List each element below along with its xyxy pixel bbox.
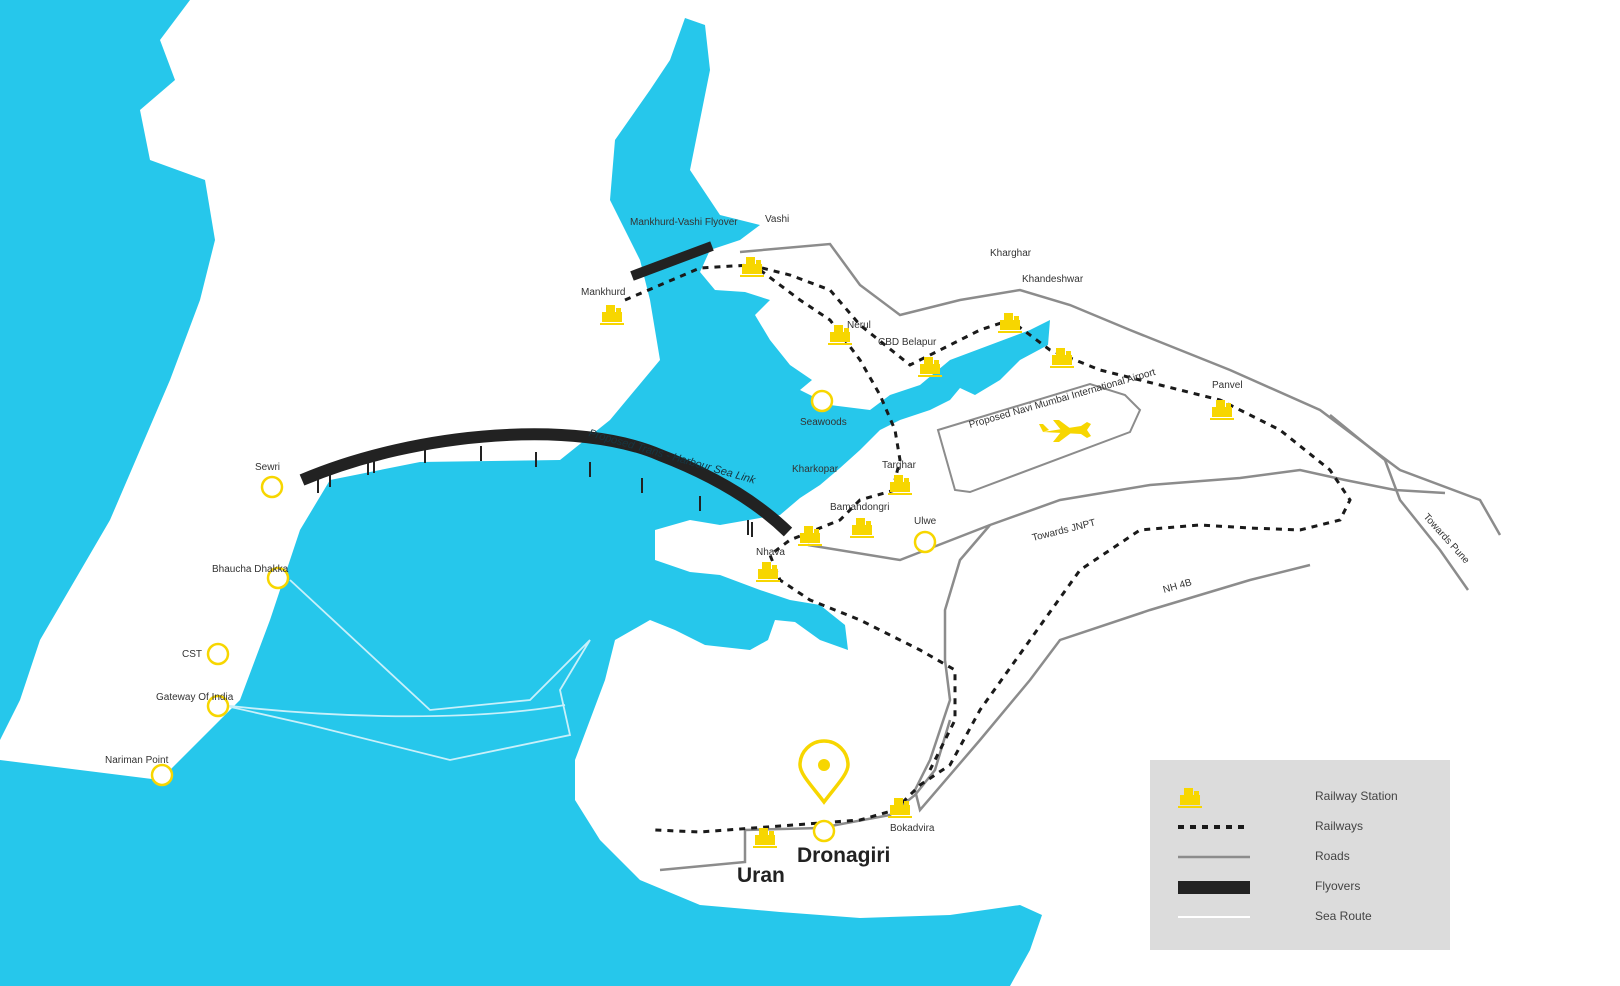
train-icon-kharkopar <box>798 526 822 546</box>
place-labels: Seawoods Sewri Bhaucha Dhakka CST Gatewa… <box>105 417 937 766</box>
train-icon-bamandongri <box>850 518 874 538</box>
label-panvel: Panvel <box>1212 380 1243 391</box>
legend-label: Railways <box>1315 819 1364 833</box>
label-targhar: Targhar <box>882 460 917 471</box>
train-icon-mankhurd <box>600 305 624 325</box>
roads <box>659 242 1502 872</box>
legend-label: Railway Station <box>1315 789 1398 803</box>
train-icon-bokadvira <box>888 798 912 818</box>
label-bhaucha-dhakka: Bhaucha Dhakka <box>212 564 289 575</box>
label-dronagiri: Dronagiri <box>797 844 890 867</box>
legend: Railway Station Railways Roads Flyovers … <box>1150 760 1450 950</box>
label-kharghar: Kharghar <box>990 248 1032 259</box>
train-icon-uran <box>753 828 777 848</box>
label-nerul: Nerul <box>847 320 871 331</box>
label-towards-jnpt: Towards JNPT <box>1031 518 1097 544</box>
circle-marker-icon-nariman-point <box>150 763 174 787</box>
sealink-piers <box>317 446 753 537</box>
label-ulwe: Ulwe <box>914 516 937 527</box>
label-uran: Uran <box>737 864 785 887</box>
trans-harbour-sea-link <box>299 428 793 537</box>
label-cbd-belapur: CBD Belapur <box>878 337 937 348</box>
station-labels: Vashi Mankhurd Nerul CBD Belapur Khargha… <box>581 214 1243 834</box>
railways <box>624 263 1352 834</box>
circle-marker-icon-dronagiri <box>812 819 836 843</box>
legend-item-sea-route: Sea Route <box>1150 904 1450 930</box>
flyovers <box>299 241 793 537</box>
train-icon-khandeshwar <box>1050 348 1074 368</box>
legend-label: Roads <box>1315 849 1350 863</box>
train-icon-kharghar <box>998 313 1022 333</box>
legend-label: Flyovers <box>1315 879 1361 893</box>
label-bokadvira: Bokadvira <box>890 823 935 834</box>
white-line-icon <box>1178 916 1250 918</box>
train-icon-nhava <box>756 562 780 582</box>
grey-line-icon <box>1178 855 1250 859</box>
label-nhava: Nhava <box>756 547 785 558</box>
sea-routes <box>221 579 591 761</box>
circle-marker-icon-cst <box>206 642 230 666</box>
label-seawoods: Seawoods <box>800 417 847 428</box>
train-icon-targhar <box>888 475 912 495</box>
label-nh4b: NH 4B <box>1162 577 1194 596</box>
airplane-icon <box>1039 420 1091 442</box>
label-sewri: Sewri <box>255 462 280 473</box>
label-gateway: Gateway Of India <box>156 692 234 703</box>
legend-item-roads: Roads <box>1150 844 1450 870</box>
dashed-line-icon <box>1178 825 1250 829</box>
mankhurd-vashi-flyover <box>630 241 714 281</box>
legend-item-flyovers: Flyovers <box>1150 874 1450 900</box>
legend-item-railways: Railways <box>1150 814 1450 840</box>
circle-marker-icon-sewri <box>260 475 284 499</box>
label-cst: CST <box>182 649 202 660</box>
label-kharkopar: Kharkopar <box>792 464 839 475</box>
label-nariman-point: Nariman Point <box>105 755 169 766</box>
label-vashi: Vashi <box>765 214 789 225</box>
label-bamandongri: Bamandongri <box>830 502 889 513</box>
legend-label: Sea Route <box>1315 909 1372 923</box>
legend-item-railway-station: Railway Station <box>1150 784 1450 810</box>
location-pin-icon <box>798 739 850 805</box>
label-flyover: Mankhurd-Vashi Flyover <box>630 217 738 228</box>
sea-area <box>0 0 1050 986</box>
circle-marker-icon-ulwe <box>913 530 937 554</box>
thick-black-bar-icon <box>1178 881 1250 894</box>
train-icon-panvel <box>1210 400 1234 420</box>
train-icon-vashi <box>740 257 764 277</box>
circle-marker-icon-seawoods <box>810 389 834 413</box>
train-icon <box>1178 788 1202 808</box>
label-mankhurd: Mankhurd <box>581 287 625 298</box>
airport-boundary <box>936 382 1142 494</box>
label-khandeshwar: Khandeshwar <box>1022 274 1084 285</box>
